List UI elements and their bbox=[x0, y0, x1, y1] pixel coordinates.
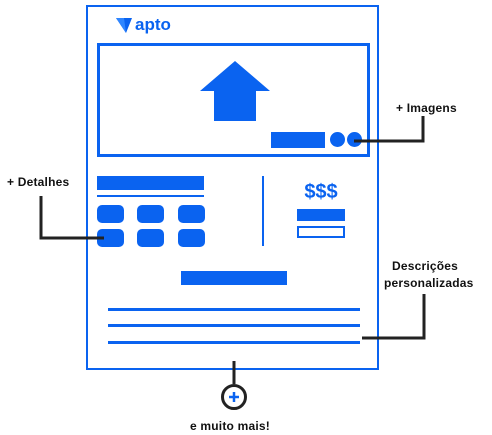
image-gallery-frame bbox=[97, 43, 370, 157]
apto-logo-icon bbox=[116, 18, 132, 33]
image-caption-bar bbox=[271, 132, 325, 148]
callout-descriptions-line2: personalizadas bbox=[384, 276, 474, 290]
price-label: $$$ bbox=[304, 181, 338, 203]
description-title-bar bbox=[181, 271, 287, 285]
details-underline bbox=[97, 195, 204, 197]
callout-images: + Imagens bbox=[396, 101, 457, 115]
callout-descriptions-line1: Descrições bbox=[392, 259, 459, 273]
house-icon bbox=[200, 61, 270, 121]
detail-feature-icon bbox=[178, 205, 205, 223]
description-line bbox=[108, 308, 360, 311]
gallery-dot bbox=[330, 132, 345, 147]
section-divider bbox=[262, 176, 264, 246]
brand-name: apto bbox=[135, 15, 171, 34]
detail-feature-icon bbox=[137, 205, 164, 223]
description-line bbox=[108, 341, 360, 344]
detail-feature-icon bbox=[97, 229, 124, 247]
connector-descriptions bbox=[362, 294, 426, 340]
contact-button[interactable] bbox=[297, 226, 345, 238]
connector-images bbox=[354, 116, 425, 143]
detail-feature-icon bbox=[97, 205, 124, 223]
price-bar bbox=[297, 209, 345, 221]
callout-details: + Detalhes bbox=[7, 175, 70, 189]
detail-feature-icon bbox=[178, 229, 205, 247]
description-line bbox=[108, 324, 360, 327]
details-title-bar bbox=[97, 176, 204, 190]
callout-more: e muito mais! bbox=[190, 419, 270, 433]
detail-feature-icon bbox=[137, 229, 164, 247]
connector-details bbox=[39, 196, 104, 240]
